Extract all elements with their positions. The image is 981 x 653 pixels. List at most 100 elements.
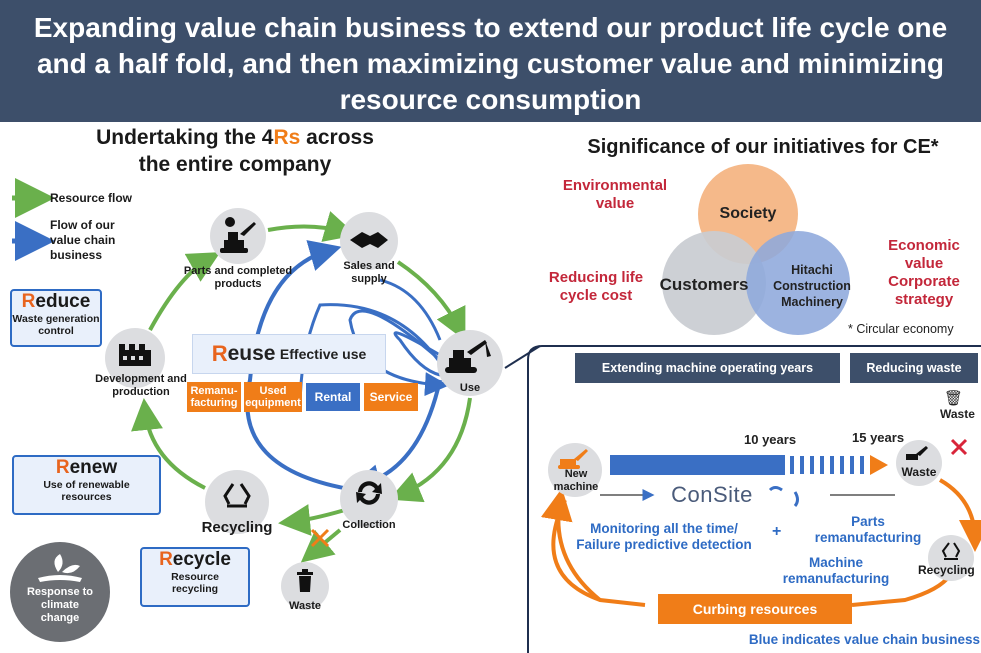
recycling-end-node [928,535,974,581]
parts-l1: Parts [851,514,885,529]
excavator-icon [906,446,928,460]
hcm-label: Hitachi Construction Machinery [764,262,860,310]
legend-value-chain-l3: business [50,248,103,262]
dev-node [105,328,165,388]
parts-reman-label: Parts remanufacturing [798,514,938,546]
hcm-l3: Machinery [781,295,843,309]
remanu-l2: facturing [190,397,238,409]
new-l2: machine [553,481,599,493]
title-banner: Expanding value chain business to extend… [0,0,981,122]
fifteen-years-label: 15 years [852,430,905,445]
curbing-resources-bar: Curbing resources [658,594,852,624]
renew-sub-l1: Use of renewable [43,479,130,491]
monitoring-label: Monitoring all the time/ Failure predict… [560,521,768,553]
econ-label: Economic value Corporate strategy [874,237,974,309]
used-l1: Used [259,385,287,397]
parts-label: Parts and completed products [176,265,300,291]
factory-icon [119,344,151,366]
lifecycle-l1: Reducing life [548,269,644,286]
monitor-l2: Failure predictive detection [576,537,752,552]
climate-badge: Response to climate change [10,542,110,642]
excavator-icon [558,449,588,469]
tag-reducing-waste: Reducing waste [850,353,978,383]
waste-node [281,562,329,610]
econ-l1: Economic [888,237,960,254]
dev-label: Development and production [88,373,194,399]
banner-line-1: Expanding value chain business to extend… [33,12,948,43]
reuse-desc: Effective use [279,346,367,362]
waste-top-label: Waste [940,407,975,421]
recycling-node [205,470,269,534]
sales-label-l2: supply [351,273,387,285]
remanufacturing-tag: Remanu-facturing [187,382,241,412]
new-machine-node [548,443,602,497]
legend-value-chain-l1: Flow of our [50,218,115,232]
econ-l4: strategy [894,291,954,308]
hcm-l1: Hitachi [791,263,833,277]
hcm-l2: Construction [773,279,851,293]
used-l2: equipment [245,397,301,409]
machine-l1: Machine [808,555,863,570]
monitor-l1: Monitoring all the time/ [590,521,738,536]
new-l1: New [564,468,588,480]
parts-l2: remanufacturing [814,530,922,545]
left-heading-accent: Rs [273,126,301,149]
env-value-label: Environmental value [560,177,670,213]
lifecycle-l2: cycle cost [559,287,633,304]
trash-icon: 🗑 [944,390,964,407]
venn-hcm [746,231,850,335]
legend-resource-flow: Resource flow [50,191,133,205]
climate-l1: Response to [26,586,93,598]
waste-end-label: Waste [901,465,937,479]
machine-reman-label: Machine remanufacturing [764,555,908,587]
left-heading-line2: the entire company [138,153,332,176]
env-l1: Environmental [562,177,668,194]
left-heading-pre: Undertaking the 4 [96,126,274,149]
collection-label: Collection [342,519,396,531]
blue-note: Blue indicates value chain business [748,632,980,647]
recycling-end-label: Recycling [918,563,975,577]
reduce-box: Reduce Waste generation control [10,289,102,347]
handshake-icon [350,232,388,248]
new-machine-label: New machine [548,468,604,494]
econ-l2: value [904,255,944,272]
use-label: Use [459,382,481,394]
dev-label-l1: Development and [95,373,187,385]
reuse-rest: euse [227,342,276,365]
reuse-letter: R [211,341,228,366]
reduce-rest: educe [35,291,91,312]
legend-value-chain-l2: value chain [50,233,116,247]
recycle-rest: ecycle [172,549,231,570]
climate-l3: change [40,612,80,624]
renew-sub-l2: resources [61,491,112,503]
recycle-sub-l1: Resource [171,571,219,583]
left-heading: Undertaking the 4Rs across the entire co… [70,124,400,178]
timeline-bar [610,455,785,475]
machine-l2: remanufacturing [782,571,890,586]
sales-node [340,212,398,270]
econ-l3: Corporate [888,273,960,290]
waste-label: Waste [289,600,321,612]
renew-letter: R [55,457,70,478]
recycle-sub-l2: recycling [171,583,219,595]
consite-logo: ConSite [658,482,766,508]
env-l2: value [595,195,635,212]
plant-hand-icon [38,554,82,582]
trash-icon [297,569,313,592]
sales-label: Sales and supply [336,260,402,286]
plus-sign: + [772,523,782,540]
remanu-l1: Remanu- [190,385,238,397]
banner-line-3: resource consumption [339,84,642,115]
reduce-sub-l2: control [38,325,74,337]
renew-box: Renew Use of renewable resources [12,455,161,515]
legend-value-chain: Flow of our value chain business [50,218,115,263]
reduce-sub-l1: Waste generation [12,313,100,325]
dev-label-l2: production [112,386,170,398]
excavator-icon [445,340,491,373]
rental-tag: Rental [306,383,360,411]
recycle-icon [941,542,961,560]
parts-node [210,208,266,264]
recycle-icon [223,483,251,508]
